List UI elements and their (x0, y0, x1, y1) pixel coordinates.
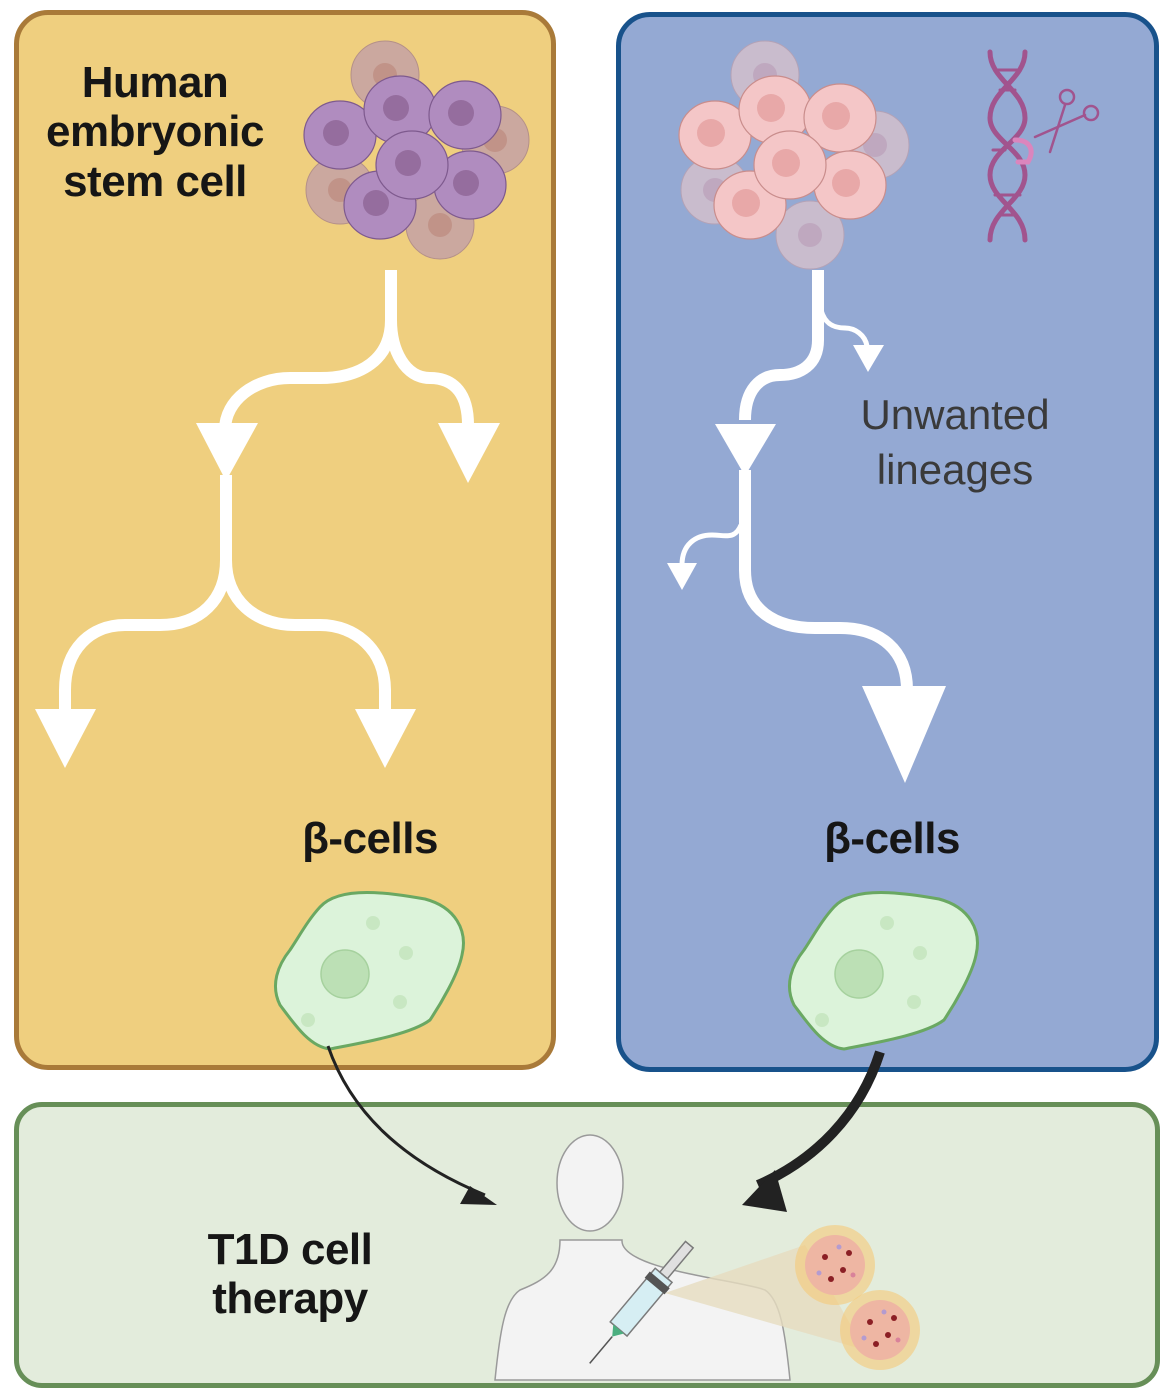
therapy-title-line: T1D cell (207, 1225, 373, 1274)
panel-edited-differentiation (616, 12, 1159, 1072)
hesc-title: Human embryonic stem cell (20, 58, 290, 206)
beta-cells-label-right: β-cells (824, 814, 960, 863)
unwanted-line: lineages (876, 445, 1034, 493)
hesc-title-line: embryonic (45, 107, 265, 157)
hesc-title-line: stem cell (63, 156, 247, 206)
unwanted-line: Unwanted (860, 391, 1050, 438)
hesc-title-line: Human (81, 58, 229, 107)
beta-cells-label-left: β-cells (302, 814, 438, 863)
t1d-therapy-title: T1D cell therapy (170, 1225, 410, 1324)
unwanted-lineages-label: Unwanted lineages (820, 388, 1090, 497)
therapy-title-line: therapy (212, 1274, 368, 1324)
